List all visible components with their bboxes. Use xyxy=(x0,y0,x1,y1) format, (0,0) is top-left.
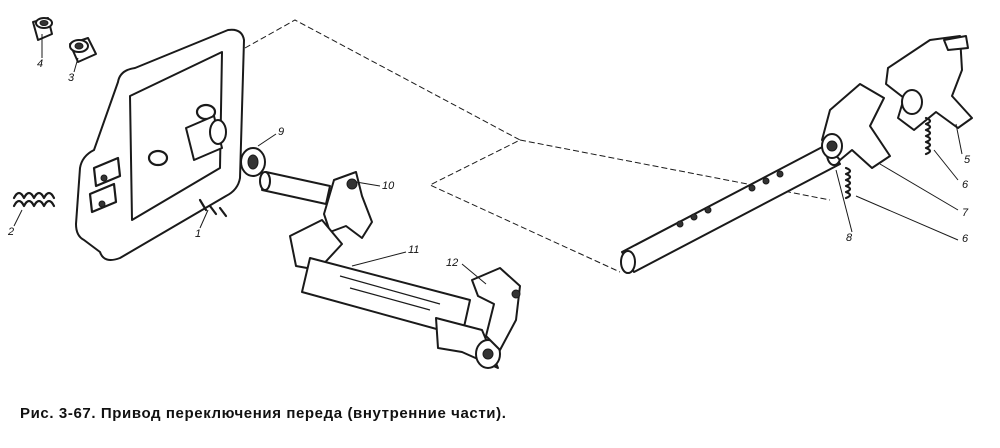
part-12-fork xyxy=(471,267,521,351)
part-11-rod xyxy=(289,219,501,369)
callout-3: 3 xyxy=(68,72,75,84)
part-4-bushing xyxy=(32,17,53,41)
callout-10: 10 xyxy=(382,180,395,192)
part-10-shaft-lever xyxy=(259,171,373,239)
part-3-sleeve xyxy=(69,37,97,63)
callout-1: 1 xyxy=(195,228,202,240)
part-6-springs xyxy=(844,116,932,200)
part-8-rod xyxy=(620,142,842,274)
callout-6-lower: 6 xyxy=(962,233,969,245)
callout-9: 9 xyxy=(278,126,285,138)
callout-6-upper: 6 xyxy=(962,179,969,191)
part-7-fork xyxy=(821,83,891,169)
callout-5: 5 xyxy=(964,154,971,166)
part-9-washer xyxy=(240,147,266,177)
callout-8: 8 xyxy=(846,232,853,244)
part-2-spring xyxy=(12,191,56,208)
callout-7: 7 xyxy=(962,207,969,219)
leader-lines xyxy=(13,34,963,285)
part-5-fork xyxy=(885,35,973,131)
figure-caption: Рис. 3-67. Привод переключения переда (в… xyxy=(20,405,507,422)
housing-cover xyxy=(75,28,245,261)
callout-2: 2 xyxy=(8,226,15,238)
callout-11: 11 xyxy=(408,244,420,256)
callout-4: 4 xyxy=(37,58,44,70)
callout-12: 12 xyxy=(446,257,459,269)
